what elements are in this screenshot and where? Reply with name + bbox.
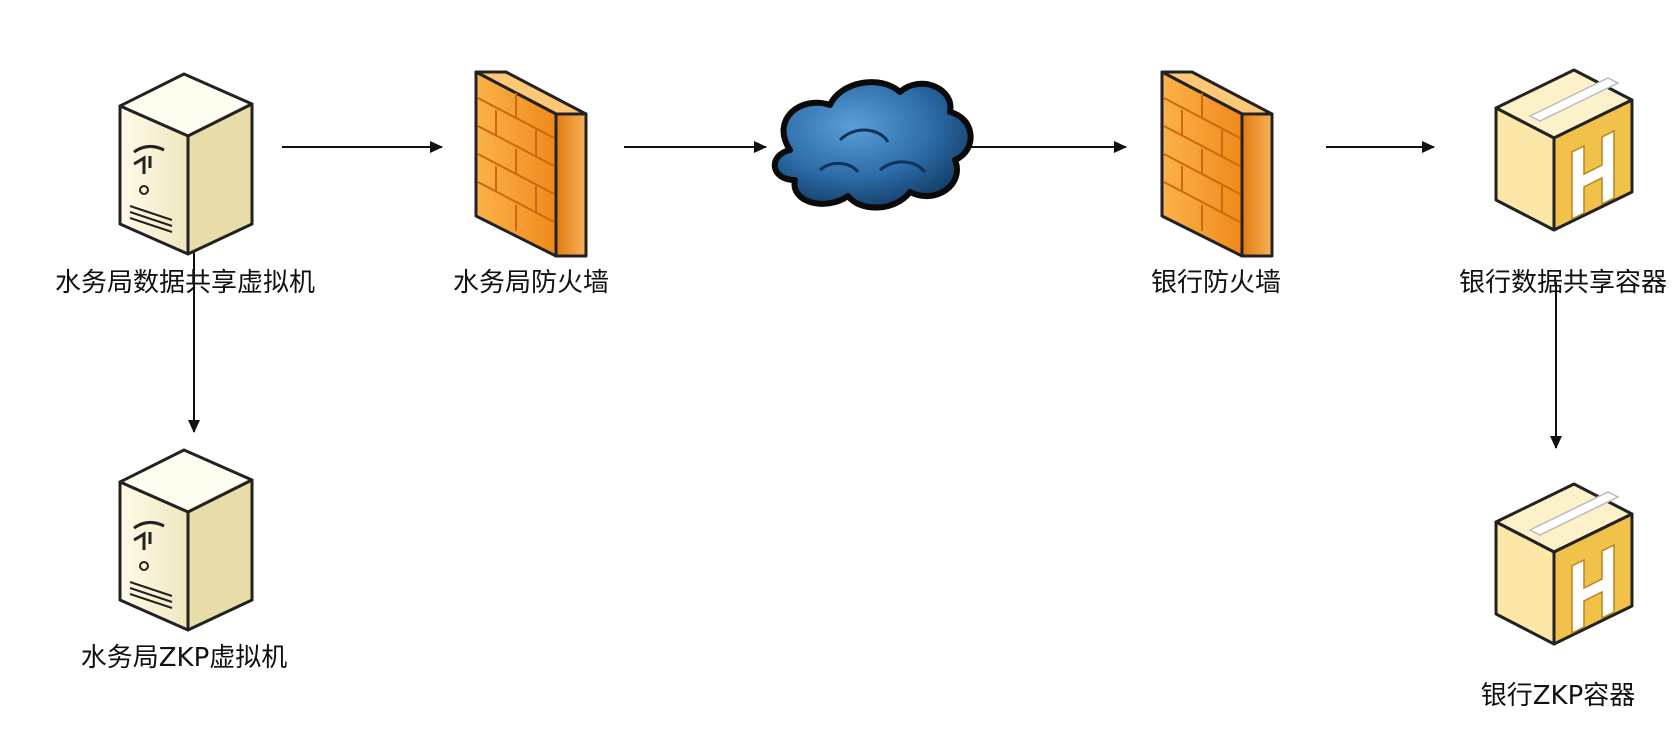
- node-label-bank-firewall: 银行防火墙: [1150, 268, 1282, 298]
- firewall-icon: [474, 70, 588, 258]
- server-icon: [118, 72, 254, 256]
- node-label-bank-zkp-container: 银行ZKP容器: [1480, 681, 1636, 711]
- container-box-icon: [1494, 482, 1634, 646]
- node-label-water-zkp-vm: 水务局ZKP虚拟机: [80, 643, 288, 673]
- node-label-bank-data-container: 银行数据共享容器: [1458, 268, 1668, 298]
- firewall-icon: [1160, 70, 1274, 258]
- container-box-icon: [1494, 68, 1634, 232]
- node-label-water-firewall: 水务局防火墙: [452, 268, 610, 298]
- node-label-water-data-vm: 水务局数据共享虚拟机: [54, 268, 316, 298]
- cloud-icon: [771, 79, 974, 211]
- server-icon: [118, 448, 254, 632]
